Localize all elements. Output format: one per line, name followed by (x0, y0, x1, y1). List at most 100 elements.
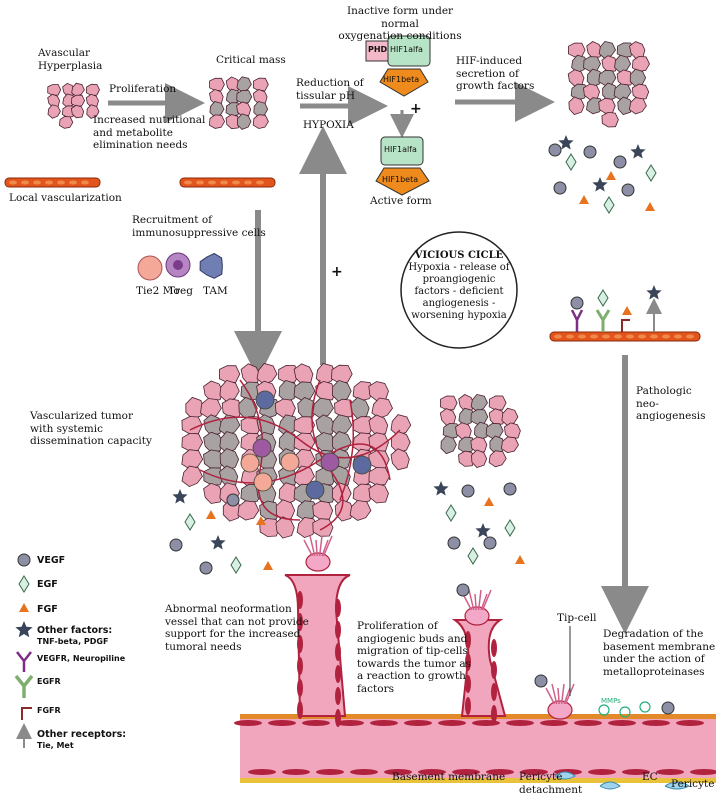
endothelial-cell (384, 769, 412, 775)
endothelial-cell (588, 769, 616, 775)
other-factor-star-icon (210, 535, 226, 550)
hypoxic-tumor-cluster (567, 40, 650, 128)
hif1beta-active-label: HIF1beta (382, 175, 419, 184)
tumor-cell (368, 381, 389, 402)
tumor-cell (601, 111, 619, 128)
tumor-cell (278, 482, 299, 505)
endothelial-cell (418, 769, 446, 775)
tumor-cell (350, 397, 370, 420)
tumor-cell (236, 76, 252, 93)
tumor-cell (203, 380, 224, 402)
fgf-icon (484, 497, 494, 506)
filopodium (318, 535, 323, 557)
endothelial-cell (335, 621, 341, 639)
egfr-receptor-icon (595, 309, 611, 332)
egf-icon (445, 504, 457, 522)
tumor-cell (238, 396, 258, 420)
capillary (189, 416, 401, 459)
tumor-cell (240, 363, 261, 385)
local-vessel-mid (179, 177, 276, 188)
endothelial-cell (350, 769, 378, 775)
vessel-body (549, 331, 701, 342)
capillary (239, 379, 301, 521)
filopodium (322, 535, 333, 557)
tumor-cell (181, 465, 203, 488)
tumor-cell (293, 363, 314, 385)
endothelial-cell (297, 591, 303, 609)
positive-feedback-plus: + (331, 264, 343, 280)
vegfr-receptor-icon (570, 309, 584, 332)
filopodium (303, 539, 314, 557)
tumor-cell (209, 77, 225, 92)
tumor-cell (628, 97, 647, 115)
tumor-cell (59, 116, 74, 129)
vessel-cell (578, 334, 586, 339)
legend-other-factors-label: Other factors: (37, 625, 113, 636)
fgf-icon (606, 171, 616, 180)
other-factor-star-icon (475, 523, 491, 538)
inactive-form-label: Inactive form under normal oxygenation c… (338, 5, 462, 42)
tumor-cell (315, 414, 335, 436)
reduction-ph-label: Reduction of tissular pH (296, 77, 364, 102)
filopodium (481, 589, 492, 611)
mmp-icon (598, 704, 610, 716)
tumor-cell (629, 41, 646, 59)
endothelial-cell (676, 720, 704, 726)
tumor-cell (252, 114, 269, 129)
hif1alfa-active-label: HIF1alfa (384, 145, 417, 154)
immune-cell (280, 452, 300, 472)
tumor-cell (439, 395, 458, 411)
hif-inactive-complex (365, 35, 431, 97)
endothelial-cell (297, 635, 303, 653)
endothelial-cell (465, 675, 471, 693)
legend-egf-label: EGF (37, 579, 58, 590)
mmp-icon (639, 701, 651, 713)
vicious-cycle-body: Hypoxia - release of proangiogenic facto… (408, 262, 510, 321)
legend-vegfr-icon (16, 651, 32, 672)
tumor-cell (203, 431, 224, 453)
endothelial-cell (335, 709, 341, 727)
treg-nucleus-icon (173, 260, 183, 270)
endothelial-cell (465, 653, 471, 671)
pathologic-neoangiogenesis-label: Pathologic neo- angiogenesis (636, 385, 706, 422)
vegf-icon (17, 553, 31, 567)
tumor-cell (185, 396, 205, 420)
tumor-cell (71, 82, 85, 97)
tumor-cell (471, 449, 488, 468)
vessel-cell (638, 334, 646, 339)
tumor-cell (586, 41, 603, 59)
tumor-cell (500, 436, 519, 454)
vicious-cycle-circle (400, 231, 518, 349)
fgf-icon (19, 603, 29, 612)
tumor-cell (631, 83, 650, 100)
endothelial-cell (690, 769, 716, 775)
hif1alfa-inactive-label: HIF1alfa (390, 45, 423, 54)
egf-icon (18, 575, 30, 593)
endothelial-cell (491, 683, 497, 701)
blood-vessel (240, 574, 716, 783)
tumor-cell (391, 431, 411, 454)
phd-label: PHD (368, 45, 388, 54)
tumor-cell (455, 422, 472, 440)
tumor-cell (312, 518, 334, 537)
endothelial-cell (452, 769, 480, 775)
degradation-label: Degradation of the basement membrane und… (603, 628, 716, 678)
detached-pericyte-icon (554, 771, 576, 780)
egf-icon (467, 547, 479, 565)
egf-icon (645, 164, 657, 182)
tumor-cell (488, 408, 506, 426)
fgf-icon (256, 516, 266, 525)
filopodium (309, 535, 316, 557)
tumor-cell (629, 68, 647, 88)
vegf-icon (169, 538, 183, 552)
endothelial-cell (491, 639, 497, 657)
fgf-icon (622, 306, 632, 315)
vegf-icon (534, 674, 548, 688)
immune-cell (252, 438, 272, 458)
tumor-cell (237, 500, 260, 521)
tam-label: TAM (203, 285, 228, 297)
local-vascularization-label: Local vascularization (9, 192, 122, 204)
other-factor-star-icon (15, 621, 33, 638)
tie2-mo-label: Tie2 Mo (136, 285, 180, 297)
endothelial-cell (540, 720, 568, 726)
